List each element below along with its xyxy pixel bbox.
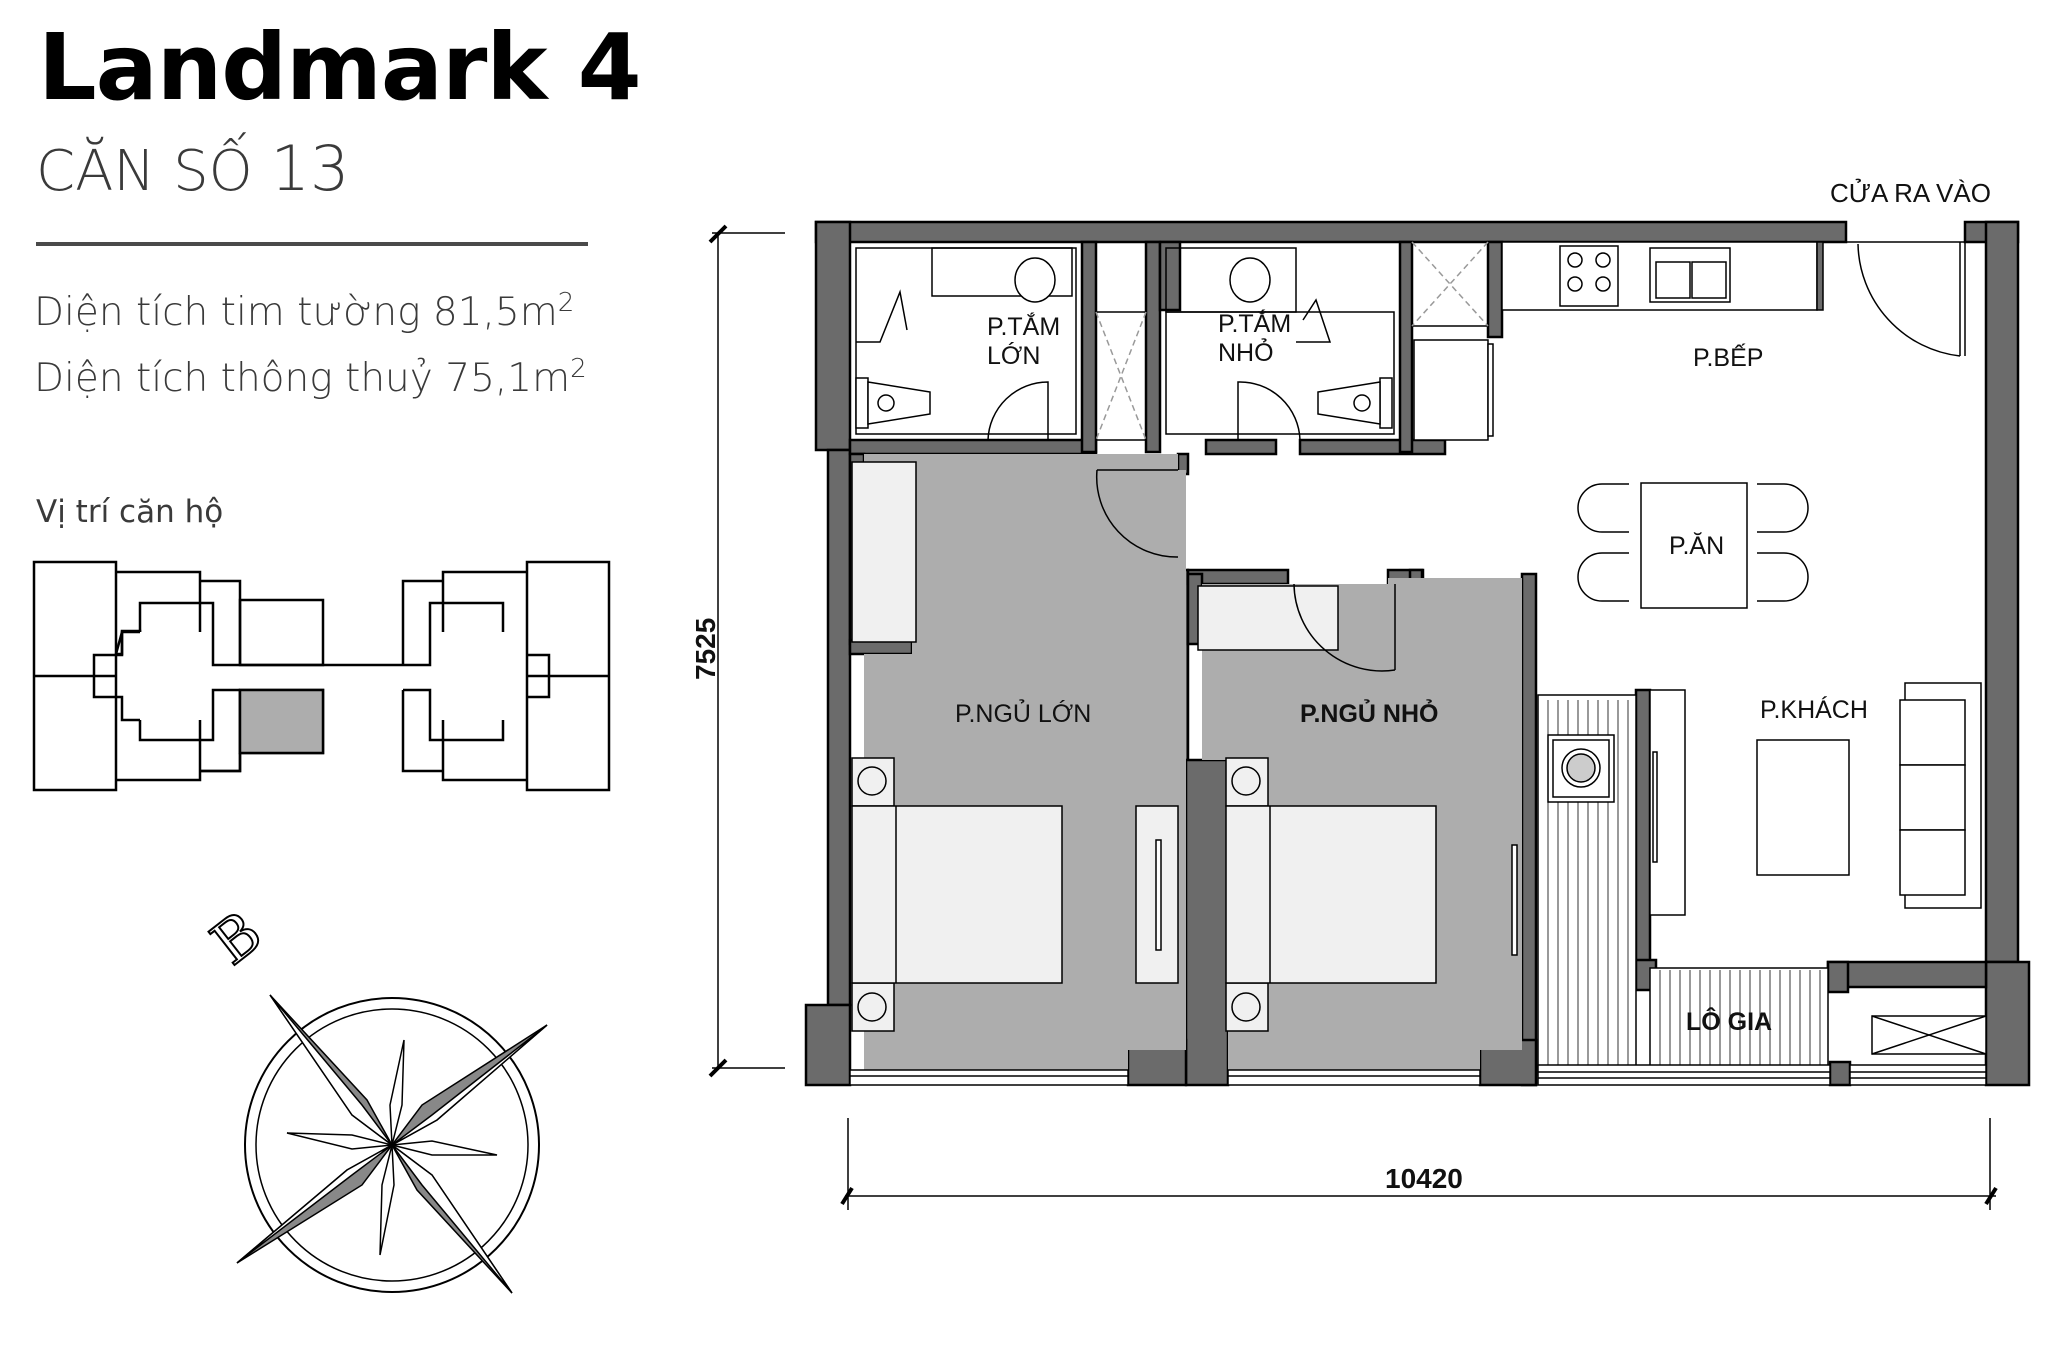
entrance-label: CỬA RA VÀO	[1830, 177, 1991, 208]
entrance-door	[1845, 222, 1966, 357]
room-label-bedroom-master: P.NGỦ LỚN	[955, 698, 1091, 728]
unit-number-heading: CĂN SỐ 13	[36, 138, 349, 200]
room-label-kitchen: P.BẾP	[1693, 343, 1763, 372]
room-label-bath-small-1: P.TẮM	[1218, 308, 1291, 338]
windows	[849, 1064, 1987, 1086]
area-gross: Diện tích tim tường 81,5m2	[34, 290, 574, 332]
dining-set	[1577, 482, 1809, 609]
unit-prefix: CĂN SỐ	[36, 139, 253, 204]
area-gross-label: Diện tích tim tường	[34, 290, 421, 335]
project-title: Landmark 4	[38, 14, 642, 121]
unit-location-highlight	[238, 688, 325, 755]
area-net-value: 75,1m	[445, 356, 571, 401]
room-label-dining: P.ĂN	[1669, 531, 1724, 560]
area-net: Diện tích thông thuỷ 75,1m2	[34, 356, 587, 398]
room-label-loggia: LÔ GIA	[1686, 1006, 1772, 1036]
dimension-width: 10420	[1385, 1163, 1463, 1194]
area-gross-unit-sup: 2	[557, 288, 575, 318]
unit-number: 13	[270, 132, 350, 205]
room-label-bath-master-1: P.TẮM	[987, 311, 1060, 341]
room-label-bath-small-2: NHỎ	[1218, 337, 1274, 367]
room-label-bath-master-2: LỚN	[987, 341, 1040, 370]
area-gross-value: 81,5m	[432, 290, 558, 335]
divider	[36, 242, 588, 246]
kitchen-counter	[1501, 241, 1824, 311]
dimension-lines	[708, 224, 1998, 1210]
room-label-bedroom-small: P.NGỦ NHỎ	[1300, 698, 1438, 728]
location-label: Vị trí căn hộ	[36, 494, 224, 530]
dimension-height: 7525	[690, 618, 721, 680]
wardrobes	[851, 461, 1339, 651]
area-net-unit-sup: 2	[570, 354, 587, 384]
room-label-living: P.KHÁCH	[1760, 695, 1868, 724]
bathroom-fixtures	[855, 241, 1494, 441]
bedroom-doors	[1095, 469, 1396, 672]
washer	[1547, 734, 1987, 1055]
beds	[851, 757, 1518, 1032]
area-net-label: Diện tích thông thuỷ	[34, 356, 433, 401]
living-furniture	[1649, 682, 1982, 916]
stove-icon	[1559, 245, 1619, 307]
